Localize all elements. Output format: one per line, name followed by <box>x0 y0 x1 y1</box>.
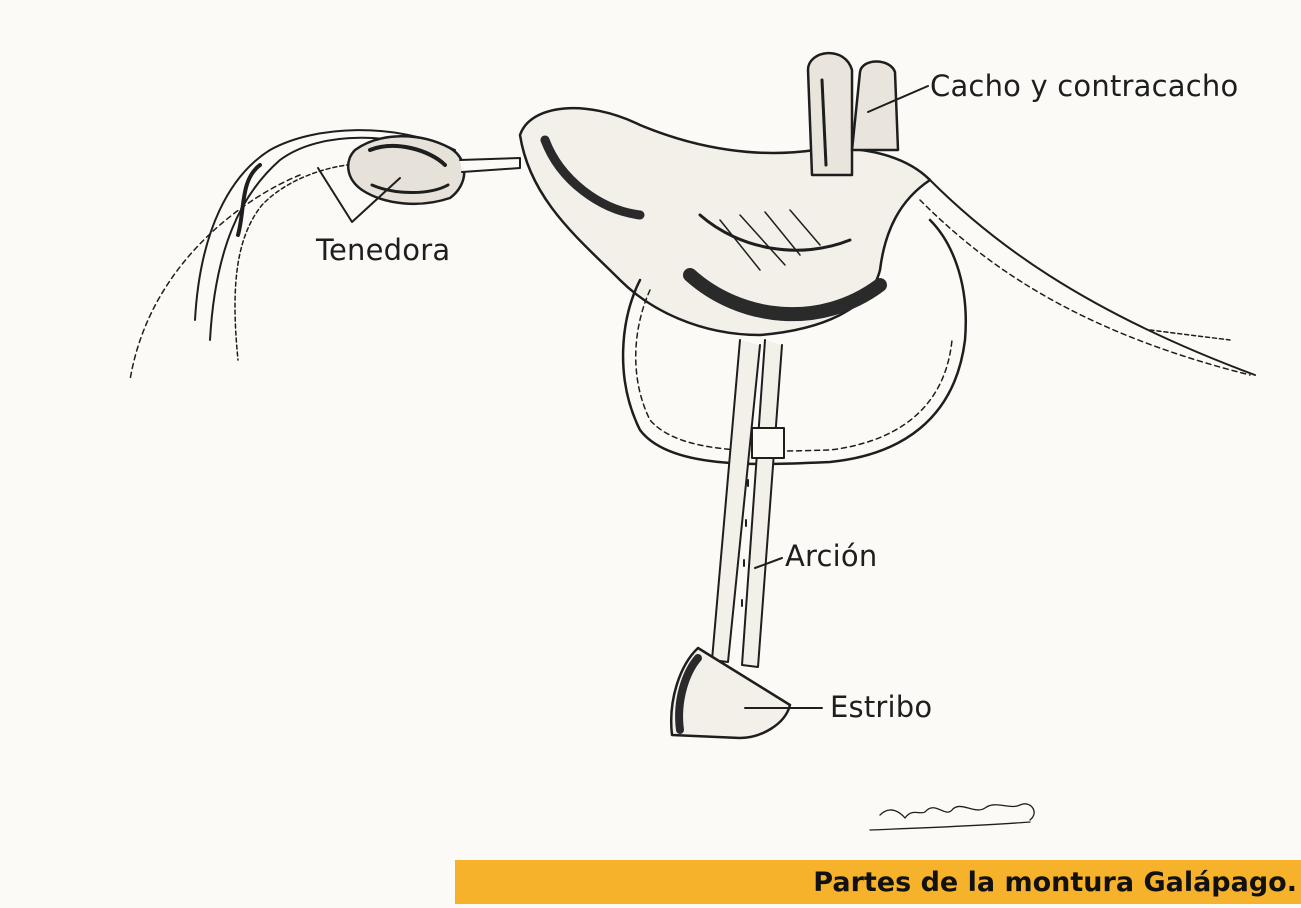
artist-signature <box>870 804 1034 830</box>
caption-bar: Partes de la montura Galápago. <box>455 860 1301 904</box>
label-estribo: Estribo <box>830 693 932 722</box>
label-arcion: Arción <box>785 542 877 571</box>
estribo-part <box>671 648 790 738</box>
label-tenedora: Tenedora <box>316 236 450 265</box>
label-cacho-y-contracacho: Cacho y contracacho <box>930 72 1238 101</box>
right-straps <box>920 180 1255 375</box>
figure-caption: Partes de la montura Galápago. <box>813 867 1297 898</box>
arcion-part <box>712 340 784 667</box>
tenedora-part <box>348 136 520 204</box>
